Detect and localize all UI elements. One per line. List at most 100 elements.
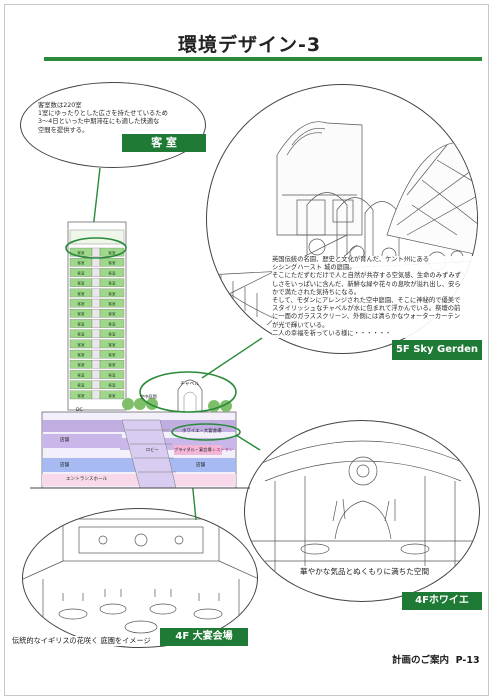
page-frame bbox=[4, 4, 489, 696]
tower-core-band bbox=[91, 339, 101, 349]
sky-garden-note-line: に一面のガラススクリーン、外側には清らかなウォーターカーテン bbox=[272, 313, 461, 321]
sky-garden-note-line: シシングハースト 城の庭園。 bbox=[272, 264, 356, 272]
section-restaurant-label: レストラン bbox=[212, 447, 233, 452]
tower-room-text: 客室 bbox=[77, 332, 85, 337]
sky-garden-note-line: 二人の幸福を祈っている様に・・・・・・ bbox=[272, 329, 392, 337]
tower-room-text: 客室 bbox=[108, 291, 116, 296]
rooms-bubble bbox=[20, 82, 206, 168]
sky-garden-note-line: 英国伝統の名園、歴史と文化が育んだ、ケント州にある bbox=[272, 256, 430, 263]
tower-room-band bbox=[99, 349, 125, 359]
tower-core-band bbox=[91, 247, 101, 257]
rooms-label: 客 室 bbox=[122, 134, 206, 152]
foyer-bubble bbox=[244, 420, 480, 602]
tower-room-text: 客室 bbox=[108, 250, 116, 255]
title-underline bbox=[44, 57, 482, 61]
tower-room-text: 客室 bbox=[108, 311, 116, 316]
tower-room-band bbox=[99, 360, 125, 369]
tower-core-band bbox=[91, 258, 101, 267]
tower-core-band bbox=[91, 370, 101, 379]
tower-room-text: 客室 bbox=[108, 321, 116, 326]
rooms-note: 客室数は220室 1室にゆったりとした広さを持たせているため 3～4日といった中… bbox=[38, 102, 198, 135]
banquet-caption: 伝統的なイギリスの花咲く 庭園をイメージ bbox=[12, 636, 151, 646]
tower-room-text: 客室 bbox=[108, 260, 116, 265]
section-bridal-label: ブライダル・宴会場 bbox=[174, 447, 212, 452]
tower-core-band bbox=[91, 390, 101, 400]
page-footer: 計画のご案内 P-13 bbox=[392, 652, 480, 666]
sky-garden-note-line: スタイリッシュなチャペルが水に包まれて浮かんでいる。祭壇の前 bbox=[272, 305, 461, 313]
sky-garden-note-line: しさをいっぱいに含んだ、新鮮な緑や花々の息吹が溢れ出し、安ら bbox=[272, 280, 461, 288]
section-entrance-label: エントランスホール bbox=[66, 477, 108, 482]
tower-room-text: 客室 bbox=[108, 362, 116, 367]
sky-garden-note-line: そして、モダンにアレンジされた空中庭園、そこに神秘的で優美で bbox=[272, 297, 461, 305]
section-dc-label: DC bbox=[76, 408, 83, 413]
rooms-note-line: 1室にゆったりとした広さを持たせているため bbox=[38, 110, 168, 118]
tower-room-band bbox=[99, 329, 125, 338]
tower-room-text: 客室 bbox=[108, 372, 116, 377]
rooms-note-line: 3～4日といった中期滞在にも適した快適な bbox=[38, 118, 160, 126]
tower-room-band bbox=[99, 309, 125, 318]
tower-room-text: 客室 bbox=[108, 393, 116, 398]
tower-room-text: 客室 bbox=[108, 342, 116, 347]
sky-garden-note-line: かで満たされた気持ちになる。 bbox=[272, 288, 361, 296]
banquet-label: 4F 大宴会場 bbox=[160, 628, 248, 646]
tower-core-band bbox=[91, 380, 101, 389]
tower-room-band bbox=[99, 339, 125, 349]
rooms-note-line: 空間を提供する。 bbox=[38, 126, 89, 134]
tower-core-band bbox=[91, 360, 101, 369]
tower-room-text: 客室 bbox=[77, 352, 85, 357]
tower-core-band bbox=[91, 319, 101, 328]
tower-room-band bbox=[99, 319, 125, 328]
tower-room-band bbox=[99, 390, 125, 400]
tower-room-text: 客室 bbox=[108, 383, 116, 388]
tower-room-text: 客室 bbox=[77, 270, 85, 275]
tower-room-text: 客室 bbox=[108, 281, 116, 286]
tower-room-text: 客室 bbox=[77, 342, 85, 347]
section-sky-garden-label: 空中庭園 bbox=[140, 394, 157, 399]
tower-core-band bbox=[91, 329, 101, 338]
section-chapel-label: チャペル bbox=[180, 382, 200, 387]
banquet-bubble bbox=[22, 508, 258, 648]
sky-garden-sketch bbox=[207, 121, 477, 336]
page-label: 計画のご案内 bbox=[392, 655, 450, 666]
section-lobby-label: ロビー bbox=[146, 447, 159, 452]
tower-room-text: 客室 bbox=[77, 321, 85, 326]
tower-room-text: 客室 bbox=[77, 250, 85, 255]
tower-core-band bbox=[91, 278, 101, 287]
tower-room-text: 客室 bbox=[77, 291, 85, 296]
page-title: 環境デザイン-3 bbox=[178, 34, 322, 56]
tower-room-band bbox=[99, 268, 125, 277]
tower-room-text: 客室 bbox=[77, 301, 85, 306]
section-shop-label: 店舗 bbox=[196, 463, 206, 468]
page-number: P-13 bbox=[455, 655, 480, 666]
foyer-caption: 華やかな気品とぬくもりに満ちた空間 bbox=[300, 566, 430, 577]
tower-core-band bbox=[91, 298, 101, 308]
foyer-label: 4Fホワイエ bbox=[402, 592, 482, 610]
tower-room-text: 客室 bbox=[108, 270, 116, 275]
tower-room-band bbox=[99, 258, 125, 267]
tower-room-text: 客室 bbox=[77, 311, 85, 316]
tower-floors: 客室客室客室客室客室客室客室客室客室客室客室客室客室客室客室客室客室客室客室客室… bbox=[69, 247, 125, 400]
tower-room-band bbox=[99, 278, 125, 287]
tower-core-band bbox=[91, 349, 101, 359]
tower-room-text: 客室 bbox=[77, 372, 85, 377]
foyer-sketch bbox=[245, 440, 479, 571]
tower-core-band bbox=[91, 309, 101, 318]
banquet-sketch bbox=[23, 518, 257, 634]
tower-room-text: 客室 bbox=[77, 281, 85, 286]
section-shop-label: 店舗 bbox=[60, 438, 70, 443]
tower-room-text: 客室 bbox=[108, 301, 116, 306]
tower-room-band bbox=[99, 380, 125, 389]
tower-room-band bbox=[99, 370, 125, 379]
tower-core-band bbox=[91, 268, 101, 277]
sky-garden-label: 5F Sky Gerden bbox=[392, 340, 482, 360]
rooms-note-line: 客室数は220室 bbox=[38, 102, 82, 109]
sky-garden-note-line: そこにただずむだけで人と自然が共存する空気感、生命のみずみず bbox=[272, 272, 461, 280]
section-foyer-label: ホワイエ・大宴会場 bbox=[182, 429, 222, 434]
sky-garden-note: 英国伝統の名園、歴史と文化が育んだ、ケント州にある シシングハースト 城の庭園。… bbox=[272, 256, 482, 339]
tower-room-text: 客室 bbox=[77, 362, 85, 367]
tower-room-text: 客室 bbox=[108, 332, 116, 337]
tower-room-text: 客室 bbox=[108, 352, 116, 357]
tower-room-band bbox=[99, 288, 125, 298]
tower-room-text: 客室 bbox=[77, 393, 85, 398]
